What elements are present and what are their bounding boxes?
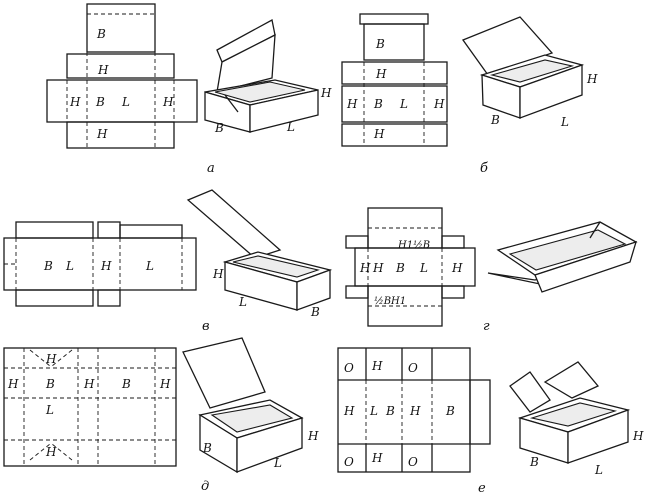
label-h: H — [97, 63, 109, 77]
label-h: H — [307, 429, 319, 443]
label-o: O — [408, 361, 418, 375]
panel-e-box — [509, 361, 631, 464]
label-h: H — [375, 67, 387, 81]
label-h: H — [7, 377, 19, 391]
label-l: L — [65, 259, 74, 273]
label-b: B — [445, 404, 455, 418]
label-l: L — [594, 463, 603, 477]
label-l: L — [121, 95, 130, 109]
label-b: B — [96, 27, 106, 41]
label-b: B — [395, 261, 405, 275]
label-h: H — [372, 261, 384, 275]
label-h: H — [45, 352, 57, 366]
label-b: B — [202, 441, 212, 455]
label-half: H1½B — [397, 240, 430, 251]
label-b: B — [214, 121, 224, 135]
label-h: H — [373, 127, 385, 141]
label-o: O — [408, 455, 418, 469]
panel-g-box — [487, 221, 638, 293]
label-h: H — [100, 259, 112, 273]
label-l: L — [419, 261, 428, 275]
label-l: L — [45, 403, 54, 417]
label-h: H — [586, 72, 598, 86]
label-h: H — [371, 359, 383, 373]
label-b: B — [373, 97, 383, 111]
label-l: L — [286, 120, 295, 134]
panel-d-blank — [3, 347, 177, 467]
label-l: L — [560, 115, 569, 129]
caption-d: д — [201, 479, 209, 494]
panel-a-blank — [46, 3, 198, 149]
label-h: H — [632, 429, 644, 443]
panel-g-blank — [345, 207, 476, 327]
label-l: L — [145, 259, 154, 273]
label-h: H — [409, 404, 421, 418]
label-b: B — [375, 37, 385, 51]
panel-b-blank — [341, 13, 448, 147]
panel-e-blank — [337, 347, 491, 473]
caption-g: г — [483, 319, 490, 334]
panel-a-box — [204, 19, 319, 133]
label-l: L — [369, 404, 378, 418]
label-b: B — [45, 377, 55, 391]
label-b: B — [95, 95, 105, 109]
label-o: O — [344, 361, 354, 375]
label-h: H — [346, 97, 358, 111]
label-b: B — [43, 259, 53, 273]
label-l: L — [399, 97, 408, 111]
label-h: H — [320, 86, 332, 100]
label-b: B — [385, 404, 395, 418]
label-h: H — [433, 97, 445, 111]
label-l: L — [238, 295, 247, 309]
panel-v-blank — [3, 221, 197, 307]
label-h: H — [69, 95, 81, 109]
label-l: L — [273, 456, 282, 470]
caption-a: а — [207, 161, 215, 176]
label-h: H — [343, 404, 355, 418]
caption-e: е — [478, 481, 486, 496]
label-half-rev: ½BH1 — [374, 296, 406, 307]
caption-b: б — [480, 161, 488, 176]
label-h: H — [371, 451, 383, 465]
panel-v-box — [186, 189, 333, 311]
caption-v: в — [202, 319, 210, 334]
label-b: B — [310, 305, 320, 319]
label-b: B — [121, 377, 131, 391]
panel-d-box — [182, 337, 304, 474]
panel-b-box — [461, 16, 585, 119]
label-h: H — [162, 95, 174, 109]
label-b: B — [490, 113, 500, 127]
label-h: H — [45, 445, 57, 459]
label-h: H — [83, 377, 95, 391]
label-h: H — [159, 377, 171, 391]
label-h: H — [359, 261, 371, 275]
label-b: B — [529, 455, 539, 469]
label-h: H — [451, 261, 463, 275]
label-h: H — [212, 267, 224, 281]
label-o: O — [344, 455, 354, 469]
label-h: H — [96, 127, 108, 141]
